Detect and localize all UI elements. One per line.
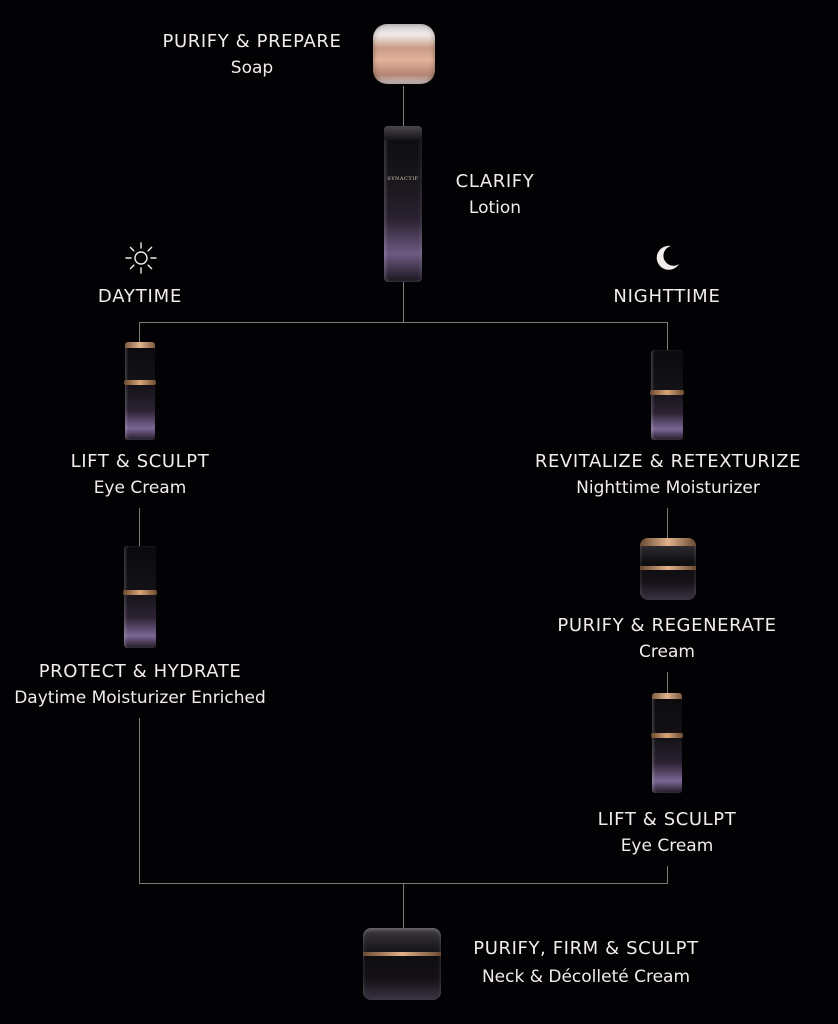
final-step: PURIFY, FIRM & SCULPT <box>473 938 699 959</box>
night-moisturizer-image <box>650 350 684 440</box>
night-cream-ring-top <box>640 538 696 546</box>
day-eye-cream-top <box>125 342 155 348</box>
connector-night-start <box>667 322 668 350</box>
connector-night-1-2 <box>667 508 668 540</box>
moon-icon <box>656 245 679 270</box>
neck-cream-jar-image <box>363 928 441 1000</box>
connector-day-2-end <box>139 718 140 883</box>
day-item-1-product: Eye Cream <box>93 478 187 498</box>
soap-product-image <box>373 24 435 84</box>
night-eye-cream-band <box>651 733 683 738</box>
night-item-3-step: LIFT & SCULPT <box>597 809 737 830</box>
connector-day-1-2 <box>139 508 140 546</box>
day-eye-cream-band <box>124 380 156 385</box>
lotion-product-image: SYNACTIF <box>384 126 422 282</box>
connector-lotion-split <box>403 282 404 323</box>
soap-label: PURIFY & PREPARE Soap <box>163 28 342 82</box>
daytime-heading: DAYTIME <box>97 286 183 307</box>
night-item-3-label: LIFT & SCULPT Eye Cream <box>598 806 737 860</box>
night-eye-cream-top <box>652 693 682 699</box>
night-cream-jar-image <box>640 538 696 600</box>
day-item-2-step: PROTECT & HYDRATE <box>38 661 242 682</box>
night-item-3-product: Eye Cream <box>620 836 714 856</box>
sun-icon <box>125 242 157 274</box>
day-moisturizer-band <box>123 590 157 595</box>
final-product: Neck & Décolleté Cream <box>481 967 691 987</box>
lotion-cap <box>384 126 422 140</box>
night-item-2-step: PURIFY & REGENERATE <box>557 615 777 636</box>
night-item-2-product: Cream <box>639 642 695 662</box>
night-item-1-product: Nighttime Moisturizer <box>576 478 760 498</box>
night-moisturizer-band <box>650 390 684 395</box>
connector-night-3-end <box>667 866 668 883</box>
day-moisturizer-image <box>123 546 157 648</box>
lotion-brand: SYNACTIF <box>387 176 419 182</box>
lotion-product: Lotion <box>468 198 522 218</box>
day-item-2-label: PROTECT & HYDRATE Daytime Moisturizer En… <box>14 658 266 712</box>
final-label: PURIFY, FIRM & SCULPT Neck & Décolleté C… <box>473 934 698 992</box>
connector-top <box>403 86 404 126</box>
night-cream-ring <box>640 566 696 570</box>
night-item-1-label: REVITALIZE & RETEXTURIZE Nighttime Moist… <box>535 448 801 502</box>
neck-cream-ring <box>363 952 441 956</box>
night-item-1-step: REVITALIZE & RETEXTURIZE <box>534 451 802 472</box>
connector-branch-horizontal <box>139 322 668 323</box>
connector-day-start <box>139 322 140 342</box>
nighttime-heading: NIGHTTIME <box>613 286 721 307</box>
night-eye-cream-image <box>651 693 683 793</box>
soap-product: Soap <box>230 58 274 78</box>
lotion-label: CLARIFY Lotion <box>456 168 535 222</box>
day-item-1-label: LIFT & SCULPT Eye Cream <box>71 448 210 502</box>
soap-step: PURIFY & PREPARE <box>162 31 342 52</box>
lotion-step: CLARIFY <box>455 171 535 192</box>
night-item-2-label: PURIFY & REGENERATE Cream <box>557 612 776 666</box>
connector-final <box>403 883 404 929</box>
day-item-2-product: Daytime Moisturizer Enriched <box>14 688 266 708</box>
connector-night-2-3 <box>667 672 668 694</box>
day-item-1-step: LIFT & SCULPT <box>70 451 210 472</box>
day-eye-cream-image <box>124 342 156 440</box>
